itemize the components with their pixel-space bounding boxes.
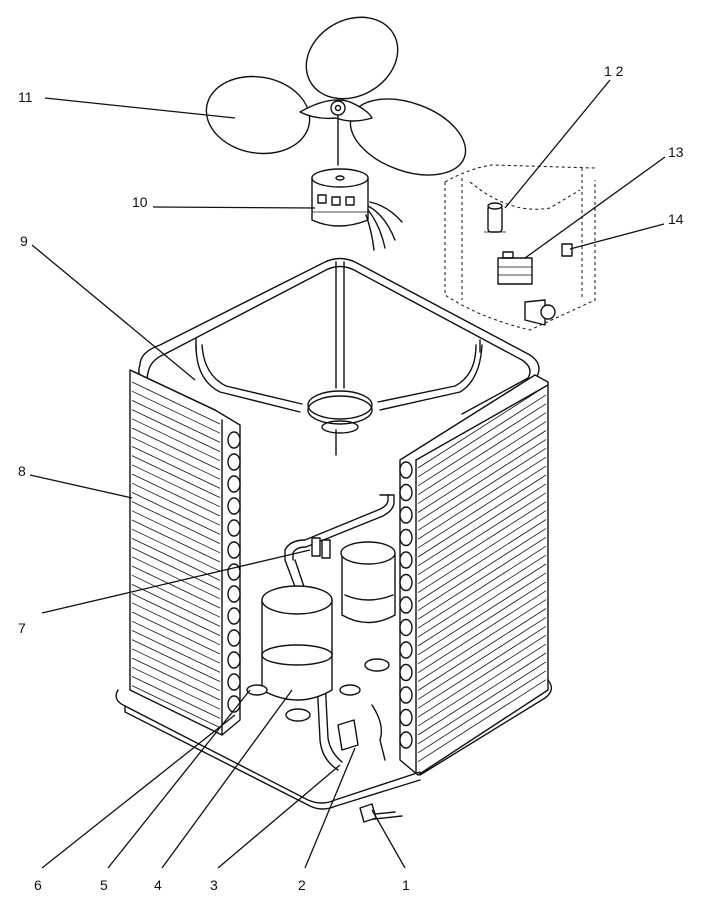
callout-13: 13 [668,144,684,160]
callout-10: 10 [132,194,148,210]
callout-8: 8 [18,463,26,479]
right-coil [399,374,549,776]
fan-blade [205,16,467,176]
left-coil [129,369,241,736]
callout-6: 6 [34,877,42,893]
callout-9: 9 [20,233,28,249]
callout-1: 1 [402,877,410,893]
callout-11: 11 [18,89,33,105]
callout-5: 5 [100,877,108,893]
callout-12: 1 2 [604,63,624,79]
callout-7: 7 [18,620,26,636]
callout-14: 14 [668,211,684,227]
callout-3: 3 [210,877,218,893]
fan-motor [311,168,403,251]
control-box [444,164,596,331]
service-valves [337,704,403,823]
base-pan [115,679,553,810]
leader-lines [29,79,666,869]
callout-4: 4 [154,877,162,893]
callout-labels: 11 10 9 8 7 6 5 4 3 2 1 1 2 13 14 [18,63,684,893]
compressor [246,541,396,722]
callout-2: 2 [298,877,306,893]
